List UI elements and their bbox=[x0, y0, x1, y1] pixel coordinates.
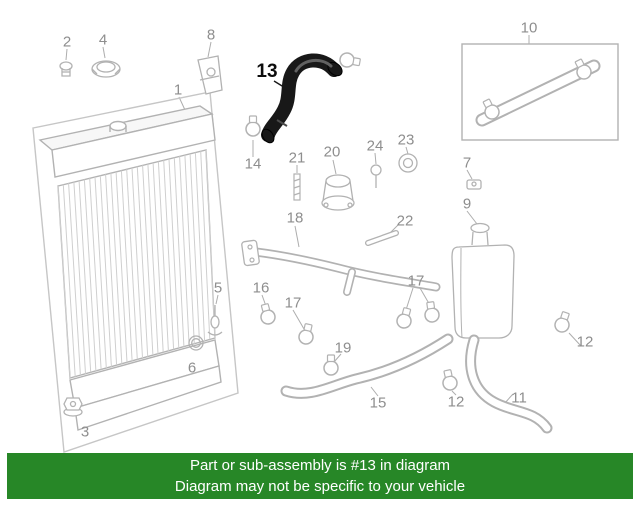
diagram-artwork bbox=[32, 35, 619, 453]
callout-16: 16 bbox=[252, 279, 270, 297]
stud-part-24 bbox=[370, 164, 382, 188]
callout-19: 19 bbox=[334, 339, 352, 357]
clamp-part-14 bbox=[245, 115, 261, 137]
callout-4: 4 bbox=[98, 31, 108, 49]
clamp-part-12-bottom bbox=[439, 368, 460, 393]
clamp-part-16 bbox=[257, 301, 278, 327]
callout-18: 18 bbox=[286, 209, 304, 227]
callout-17-left: 17 bbox=[284, 294, 302, 312]
water-outlet-part-20 bbox=[321, 174, 355, 211]
notice-banner: Part or sub-assembly is #13 in diagram D… bbox=[7, 453, 633, 499]
callout-11: 11 bbox=[511, 389, 527, 407]
bolt-part-3 bbox=[63, 397, 83, 417]
o-ring-part-6 bbox=[188, 335, 204, 351]
banner-line-2: Diagram may not be specific to your vehi… bbox=[174, 478, 466, 495]
callout-21: 21 bbox=[288, 149, 306, 167]
reservoir-tank-part-7 bbox=[451, 179, 515, 339]
callout-17-right: 17 bbox=[407, 272, 425, 290]
callout-22: 22 bbox=[396, 212, 414, 230]
bracket-part-8 bbox=[197, 55, 223, 95]
callout-20: 20 bbox=[323, 143, 341, 161]
banner-line-1: Part or sub-assembly is #13 in diagram bbox=[189, 457, 451, 474]
callout-1: 1 bbox=[173, 81, 183, 99]
leader-lines bbox=[65, 35, 582, 427]
clamp-part-12-right bbox=[552, 309, 574, 335]
callout-12-bottom: 12 bbox=[447, 393, 465, 411]
callout-6: 6 bbox=[187, 359, 197, 377]
callout-7: 7 bbox=[462, 154, 472, 172]
lower-hose-part-15 bbox=[280, 333, 454, 399]
hose-kit-part-10 bbox=[461, 43, 619, 141]
callout-3: 3 bbox=[80, 423, 90, 441]
callout-8: 8 bbox=[206, 26, 216, 44]
highlighted-hose-part-13 bbox=[261, 53, 343, 144]
callout-15: 15 bbox=[369, 394, 387, 412]
callout-9: 9 bbox=[462, 195, 472, 213]
radiator-cap-part-4 bbox=[91, 60, 121, 78]
reservoir-hose-part-11 bbox=[465, 334, 553, 434]
callout-14: 14 bbox=[244, 155, 262, 173]
clamp-part-14b bbox=[338, 51, 362, 70]
callout-12-right: 12 bbox=[576, 333, 594, 351]
clamp-part-19 bbox=[323, 354, 339, 376]
clip-part-2 bbox=[59, 61, 73, 77]
callout-10: 10 bbox=[520, 19, 538, 37]
water-pipe-part-18 bbox=[241, 239, 441, 296]
callout-13-highlighted: 13 bbox=[256, 61, 278, 82]
reservoir-cap-part-9 bbox=[470, 222, 490, 234]
stud-part-21 bbox=[293, 173, 301, 201]
clamp-part-17-right-b bbox=[422, 300, 441, 324]
radiator-core-fins bbox=[57, 149, 216, 379]
clamp-part-17-right-a bbox=[394, 305, 415, 331]
callout-2: 2 bbox=[62, 33, 72, 51]
callout-5: 5 bbox=[213, 279, 223, 297]
cap-part-23 bbox=[398, 153, 418, 173]
drain-cock-part-5 bbox=[207, 305, 223, 336]
callout-23: 23 bbox=[397, 131, 415, 149]
callout-24: 24 bbox=[366, 137, 384, 155]
clamp-part-17-left bbox=[296, 322, 317, 347]
stud-part-22 bbox=[365, 230, 399, 246]
